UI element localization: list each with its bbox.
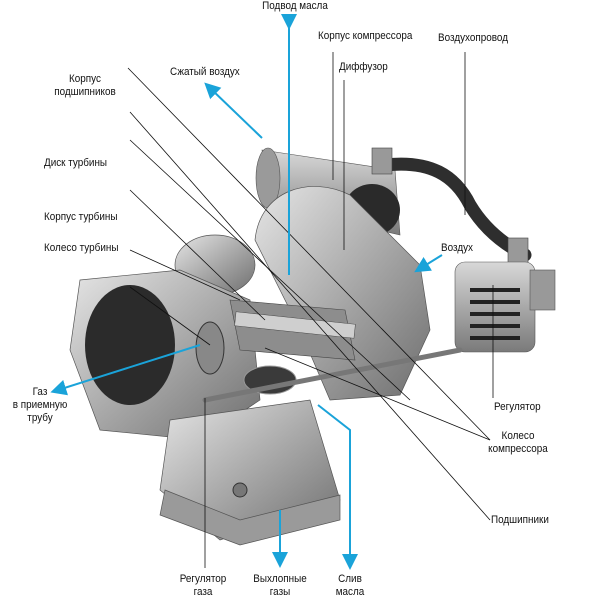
- label-line: Корпус: [69, 73, 101, 85]
- label-turbine-wheel: Колесо турбины: [44, 242, 119, 254]
- label-line: Слив: [338, 573, 362, 585]
- label-line: подшипников: [54, 86, 116, 98]
- label-line: в приемную: [12, 399, 68, 411]
- flow-arrows: [50, 14, 443, 570]
- wastegate-rod: [202, 347, 463, 403]
- air-duct-hose: [378, 157, 532, 262]
- label-turbine-housing: Корпус турбины: [44, 211, 118, 223]
- label-gas-regulator: Регулятор газа: [172, 573, 235, 599]
- label-line: трубу: [27, 412, 53, 424]
- exhaust-flange: [159, 399, 341, 546]
- label-bearing-housing: Корпус подшипников: [45, 73, 126, 99]
- compressed-air-arrow: [204, 82, 263, 139]
- bearing-housing: [229, 299, 356, 395]
- label-air-duct: Воздухопровод: [438, 32, 508, 44]
- oil-drain-arrow: [317, 404, 358, 570]
- label-line: газы: [269, 586, 291, 598]
- label-line: Регулятор: [179, 573, 227, 585]
- label-line: Газ: [32, 386, 48, 398]
- label-air: Воздух: [441, 242, 474, 254]
- label-diffuser: Диффузор: [339, 61, 388, 73]
- label-line: масла: [335, 586, 365, 598]
- label-compressed-air: Сжатый воздух: [170, 66, 240, 78]
- label-line: компрессора: [488, 443, 548, 455]
- label-line: Выхлопные: [253, 573, 307, 585]
- label-regulator: Регулятор: [494, 401, 541, 413]
- label-line: газа: [193, 586, 213, 598]
- label-exhaust-gases: Выхлопные газы: [249, 573, 312, 599]
- label-compressor-wheel: Колесо компрессора: [482, 430, 554, 456]
- label-oil-drain: Слив масла: [323, 573, 377, 599]
- label-turbine-disc: Диск турбины: [44, 157, 108, 169]
- label-bearings: Подшипники: [491, 514, 549, 526]
- leader-lines: [127, 52, 494, 568]
- label-oil-inlet: Подвод масла: [262, 0, 328, 12]
- air-inlet-arrow: [414, 254, 443, 273]
- label-gas-outlet: Газ в приемную трубу: [9, 386, 72, 425]
- label-compressor-housing: Корпус компрессора: [318, 30, 413, 42]
- gas-outlet-arrow: [50, 344, 201, 396]
- wastegate-actuator: [454, 261, 556, 353]
- label-line: Колесо: [501, 430, 535, 442]
